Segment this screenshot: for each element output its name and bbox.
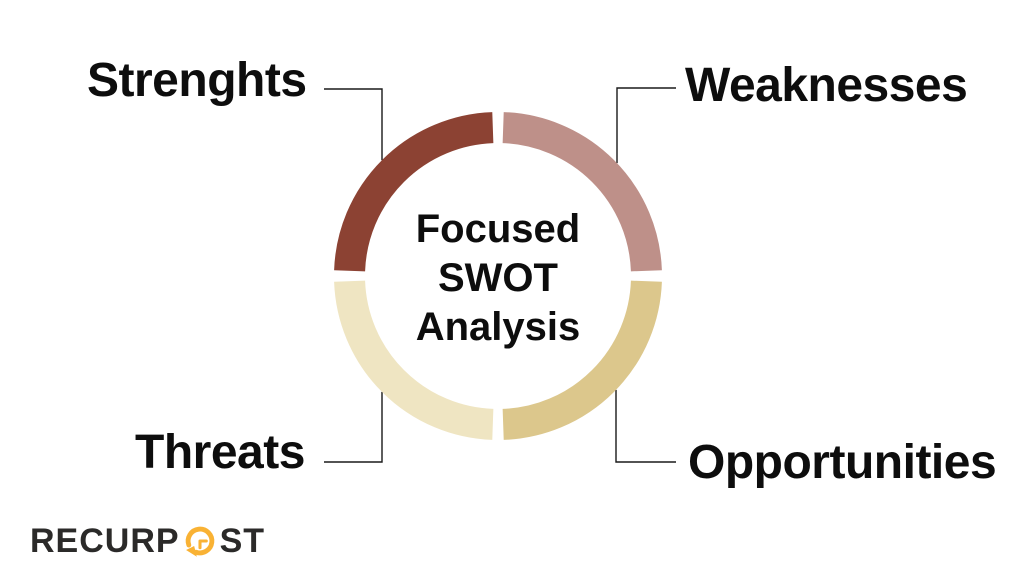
clock-history-icon (185, 526, 214, 557)
connector-line-opportunities (615, 389, 676, 463)
connector-line-strengths (324, 88, 383, 161)
logo-text-right: ST (219, 522, 266, 560)
ring-segment-strengths (334, 112, 494, 272)
label-weaknesses: Weaknesses (685, 59, 968, 112)
connector-line-threats (324, 391, 383, 463)
label-opportunities: Opportunities (688, 436, 997, 489)
recurpost-logo: RECURP ST (30, 523, 265, 559)
label-strengths: Strenghts (87, 54, 307, 107)
label-threats: Threats (135, 426, 305, 479)
ring-segment-weaknesses (502, 112, 662, 272)
ring-segment-threats (334, 280, 494, 440)
logo-text-left: RECURP (30, 522, 180, 560)
center-title: Focused SWOT Analysis (415, 206, 581, 349)
ring-segment-opportunities (502, 280, 662, 440)
connector-line-weaknesses (616, 87, 676, 164)
